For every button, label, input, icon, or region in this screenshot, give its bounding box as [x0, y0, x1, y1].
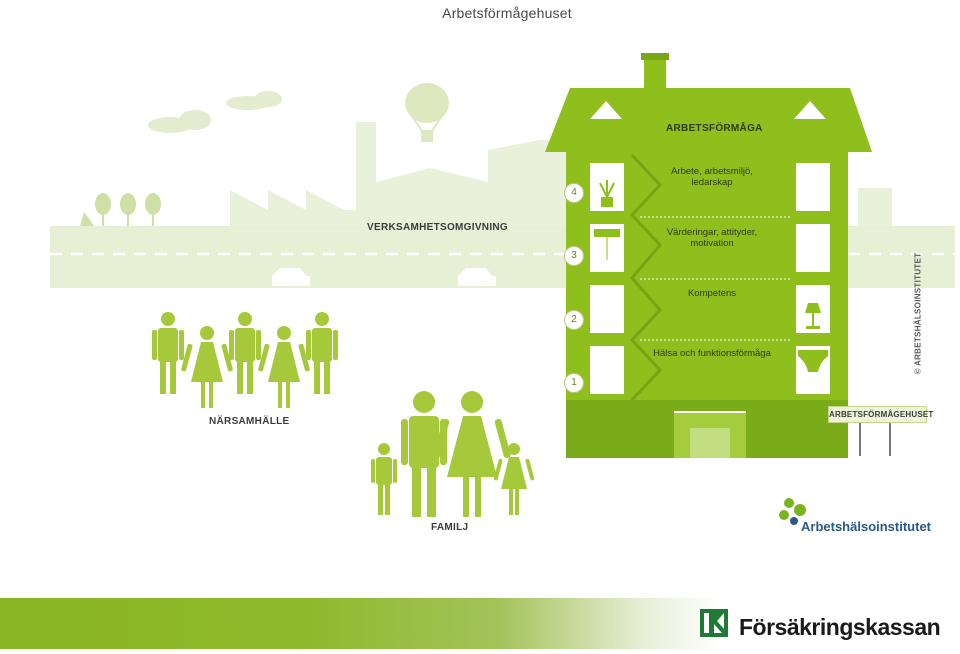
floor-3-number: 3	[564, 246, 584, 266]
page-title: Arbetsförmågehuset	[442, 5, 572, 21]
floor-1-number: 1	[564, 373, 584, 393]
roof-label: ARBETSFÖRMÅGA	[666, 123, 763, 134]
cars-icon	[272, 268, 496, 286]
floor-2-label: Kompetens	[687, 288, 737, 299]
floor-4-number: 4	[564, 183, 584, 203]
factory-silhouette	[230, 122, 892, 232]
familj-label: FAMILJ	[431, 522, 469, 533]
arbetsformagehuset-building	[545, 53, 872, 458]
forsakringskassan-logo-icon	[700, 609, 728, 637]
clouds	[148, 91, 282, 133]
hot-air-balloon-icon	[405, 83, 449, 142]
arbetshalsoinstitutet-logo-text: Arbetshälsoinstitutet	[801, 519, 932, 534]
narsamhalle-people-icon	[152, 312, 338, 408]
forsakringskassan-logo-text: Försäkringskassan	[739, 614, 941, 640]
floor-2-number: 2	[564, 310, 584, 330]
floor-3-label: Värderingar, attityder, motivation	[666, 227, 758, 249]
trees-icon	[80, 193, 161, 226]
arbetsformagehuset-sign: ARBETSFÖRMÅGEHUSET	[828, 406, 933, 423]
arbetshalsoinstitutet-logo-icon	[779, 498, 806, 525]
familj-people-icon	[371, 391, 535, 517]
narsamhalle-label: NÄRSAMHÄLLE	[209, 416, 290, 427]
floor-1-label: Hälsa och funktionsförmåga	[653, 348, 771, 359]
copyright-text: © ARBETSHÄLSOINSTITUTET	[913, 252, 923, 375]
floor-4-label: Arbete, arbetsmiljö, ledarskap	[671, 166, 753, 188]
verksamhet-label: VERKSAMHETSOMGIVNING	[367, 222, 509, 233]
footer-gradient-band	[0, 598, 960, 649]
